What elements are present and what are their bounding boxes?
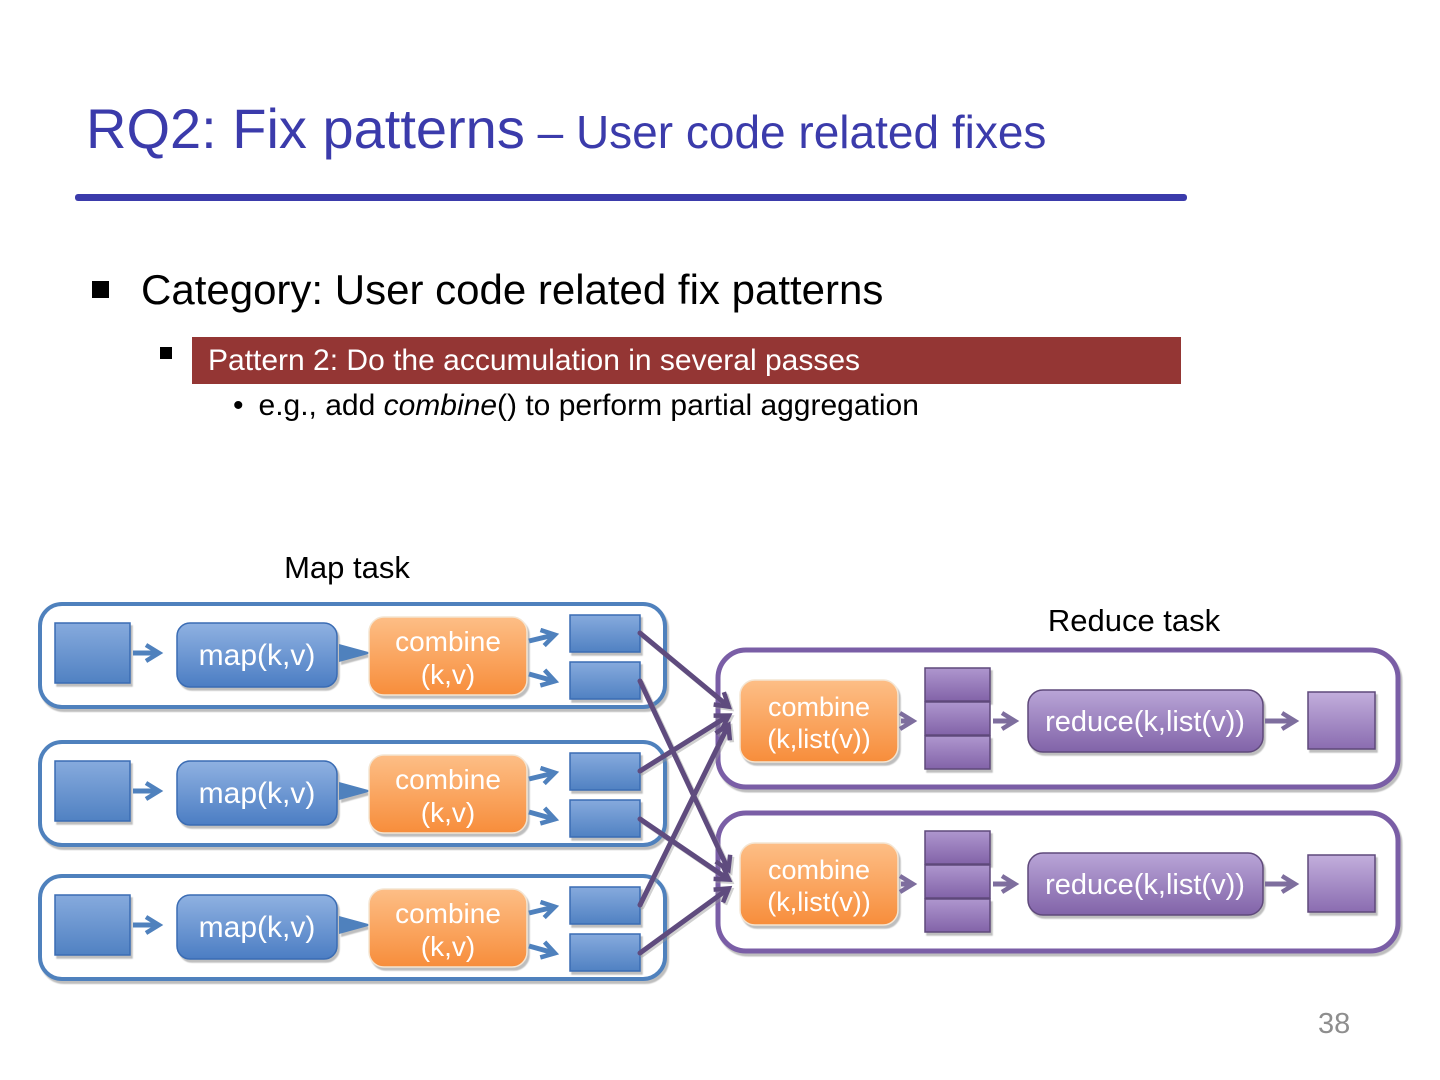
- title-main: RQ2: Fix patterns: [86, 97, 525, 160]
- pattern-highlight-text: Pattern 2: Do the accumulation in severa…: [208, 344, 861, 377]
- arrow-icon: [339, 782, 372, 800]
- combine-text-1: combine: [768, 855, 870, 885]
- output-square: [569, 661, 641, 700]
- shuffle-connector: [637, 678, 733, 874]
- example-text-suffix: () to perform partial aggregation: [497, 389, 919, 422]
- reduce-fn-text: reduce(k,list(v)): [1045, 869, 1245, 901]
- reduce-task-2: combine (k,list(v)) reduce(k,list(v)): [715, 810, 1401, 954]
- combine-text-2: (k,list(v)): [767, 724, 870, 754]
- map-fn-text: map(k,v): [199, 777, 316, 810]
- map-fn-box: [176, 894, 338, 960]
- title-underline: [75, 194, 1187, 201]
- shuffle-connector: [637, 630, 733, 710]
- input-square: [54, 622, 131, 684]
- bullet-dot-icon: •: [233, 389, 244, 422]
- bullet-square-icon: [92, 281, 109, 298]
- combine-text-1: combine: [768, 692, 870, 722]
- input-square: [54, 894, 131, 956]
- output-square: [569, 752, 641, 791]
- combine-text-2: (k,v): [421, 797, 475, 828]
- combine-box: [739, 842, 899, 926]
- map-task-label: Map task: [284, 550, 410, 585]
- combine-box: [368, 754, 528, 834]
- arrow-icon: [528, 668, 560, 688]
- shuffle-connectors: [637, 630, 733, 956]
- map-task-2: map(k,v) combine (k,v): [38, 740, 667, 847]
- map-fn-text: map(k,v): [199, 639, 316, 672]
- example-text-italic: combine: [383, 389, 498, 422]
- output-square: [1307, 691, 1376, 750]
- output-square: [569, 799, 641, 838]
- combine-text-2: (k,v): [421, 659, 475, 690]
- combine-box: [739, 679, 899, 763]
- example-text-prefix: e.g., add: [258, 389, 384, 422]
- map-task-1: map(k,v) combine (k,v): [38, 602, 667, 709]
- arrow-icon: [528, 899, 560, 920]
- combine-text-2: (k,v): [421, 931, 475, 962]
- output-square: [569, 886, 641, 925]
- shuffle-connector: [637, 713, 733, 774]
- buffer-cell: [924, 735, 991, 770]
- input-square: [54, 760, 131, 822]
- arrow-icon: [528, 806, 560, 826]
- output-square: [1307, 854, 1376, 913]
- arrow-icon: [339, 916, 372, 934]
- map-fn-text: map(k,v): [199, 911, 316, 944]
- title-sub: – User code related fixes: [524, 106, 1047, 158]
- shuffle-connector: [637, 885, 733, 956]
- reduce-fn-text: reduce(k,list(v)): [1045, 706, 1245, 738]
- output-square: [569, 614, 641, 653]
- shuffle-connector: [637, 816, 733, 882]
- page-number: 38: [1318, 1008, 1351, 1040]
- arrow-icon: [339, 644, 372, 662]
- bullet-square-icon: [160, 347, 172, 359]
- map-fn-box: [176, 622, 338, 688]
- bullet-category: Category: User code related fix patterns: [141, 266, 884, 313]
- combine-text-1: combine: [395, 626, 501, 657]
- output-square: [569, 933, 641, 972]
- reduce-fn-box: [1027, 852, 1264, 916]
- buffer-cell: [924, 667, 991, 702]
- combine-box: [368, 616, 528, 696]
- buffer-cell: [924, 864, 991, 899]
- arrow-icon: [528, 765, 560, 786]
- map-task-3: map(k,v) combine (k,v): [38, 874, 667, 981]
- map-fn-box: [176, 760, 338, 826]
- combine-text-1: combine: [395, 898, 501, 929]
- arrow-icon: [528, 940, 560, 960]
- shuffle-connector: [637, 721, 733, 908]
- reduce-fn-box: [1027, 689, 1264, 753]
- reduce-task-label: Reduce task: [1048, 603, 1221, 638]
- combine-text-2: (k,list(v)): [767, 887, 870, 917]
- arrow-icon: [528, 627, 560, 648]
- combine-text-1: combine: [395, 764, 501, 795]
- buffer-cell: [924, 898, 991, 933]
- combine-box: [368, 888, 528, 968]
- page-title: RQ2: Fix patterns – User code related fi…: [86, 96, 1046, 161]
- reduce-task-1: combine (k,list(v)) reduce(k,list(v)): [715, 647, 1401, 790]
- pattern-highlight-box: Pattern 2: Do the accumulation in severa…: [192, 337, 1181, 384]
- buffer-cell: [924, 701, 991, 736]
- bullet-example: • e.g., add combine() to perform partial …: [233, 389, 919, 423]
- buffer-cell: [924, 830, 991, 865]
